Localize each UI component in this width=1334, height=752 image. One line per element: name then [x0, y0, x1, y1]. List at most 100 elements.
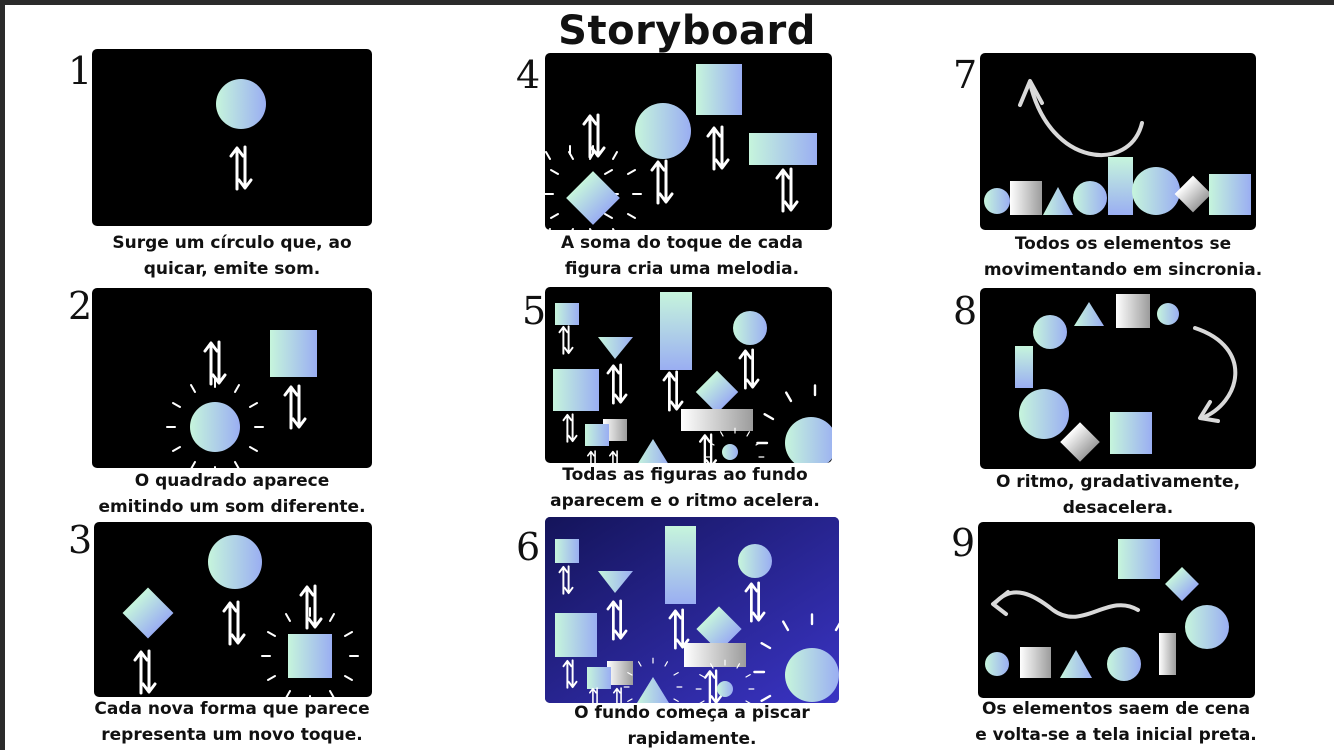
circle-shape: [208, 535, 262, 589]
square-shape: [270, 330, 317, 377]
bounce-arrows-icon: [775, 167, 799, 213]
diamond-shape: [122, 587, 174, 639]
grey-diamond-shape: [1174, 175, 1212, 213]
caption-line: desacelera.: [1062, 498, 1174, 518]
circle-shape: [984, 188, 1010, 214]
bounce-arrows-icon: [299, 584, 323, 630]
caption-line: e volta-se a tela inicial preta.: [975, 725, 1257, 745]
square-shape: [555, 613, 597, 657]
curved-arrow-icon: [1028, 81, 1144, 157]
tall-rectangle-shape: [1015, 346, 1033, 388]
curved-arrow-head: [1018, 79, 1044, 107]
frame-caption: O fundo começa a piscar rapidamente.: [542, 700, 842, 752]
circle-shape: [1019, 389, 1069, 439]
bounce-arrows-icon: [229, 145, 253, 191]
circle-shape: [1073, 181, 1107, 215]
frame-panel: [545, 53, 832, 230]
caption-line: Todos os elementos se: [1014, 234, 1232, 254]
triangle-shape: [1074, 302, 1104, 326]
grey-tall-rectangle-shape: [1159, 633, 1176, 675]
curved-arrow-icon: [994, 590, 1140, 619]
bounce-arrows-icon: [698, 433, 718, 463]
circle-shape: [1033, 315, 1067, 349]
caption-line: O ritmo, gradativamente,: [995, 472, 1241, 492]
caption-line: O quadrado aparece: [134, 471, 330, 491]
square-shape: [1118, 539, 1160, 579]
frame-number: 8: [953, 289, 978, 333]
caption-line: emitindo um som diferente.: [98, 497, 366, 517]
square-shape: [1110, 412, 1152, 454]
caption-line: Cada nova forma que parece: [94, 699, 370, 719]
frame-caption: Todas as figuras ao fundo aparecem e o r…: [535, 462, 835, 514]
square-shape: [1209, 174, 1251, 215]
frame-number: 2: [68, 284, 93, 328]
bounce-arrows-icon: [662, 370, 684, 412]
caption-line: representa um novo toque.: [101, 725, 363, 745]
square-shape: [553, 369, 599, 411]
frame-caption: O ritmo, gradativamente, desacelera.: [963, 469, 1273, 521]
frame-number: 6: [516, 525, 541, 569]
bounce-arrows-icon: [283, 384, 307, 430]
bounce-arrows-icon: [562, 413, 578, 443]
frame-panel: [978, 522, 1255, 698]
left-border: [0, 0, 5, 750]
circle-shape: [1107, 647, 1141, 681]
circle-shape: [738, 544, 772, 578]
frame-caption: A soma do toque de cada figura cria uma …: [532, 230, 832, 282]
triangle-shape: [598, 337, 633, 359]
circle-shape: [190, 402, 240, 452]
grey-rectangle-shape: [681, 409, 753, 431]
circle-shape: [733, 311, 767, 345]
curved-arrow-icon: [1193, 326, 1238, 420]
caption-line: A soma do toque de cada: [560, 233, 804, 253]
frame-panel: [94, 522, 372, 697]
tall-rectangle-shape: [660, 292, 692, 370]
bounce-arrows-icon: [606, 363, 628, 405]
circle-shape: [985, 652, 1009, 676]
frame-panel: [545, 287, 832, 463]
square-shape: [555, 539, 579, 563]
frame-caption: Os elementos saem de cena e volta-se a t…: [961, 696, 1271, 748]
square-shape: [288, 634, 332, 678]
bounce-arrows-icon: [203, 340, 227, 386]
bounce-arrows-icon: [222, 600, 246, 646]
frame-caption: Cada nova forma que parece representa um…: [82, 696, 382, 748]
tall-rectangle-shape: [1108, 157, 1133, 215]
bounce-arrows-icon: [650, 159, 674, 205]
circle-shape: [785, 417, 832, 463]
frame-panel-flashing: [545, 517, 839, 703]
caption-line: movimentando em sincronia.: [983, 260, 1263, 280]
square-shape: [585, 424, 609, 446]
frame-panel: [92, 288, 372, 468]
frame-panel: [92, 49, 372, 226]
circle-shape: [216, 79, 266, 129]
frame-caption: Surge um círculo que, ao quicar, emite s…: [92, 230, 372, 282]
frame-number: 3: [68, 518, 93, 562]
circle-shape: [1132, 167, 1180, 215]
triangle-shape: [598, 571, 633, 593]
square-shape: [555, 303, 579, 325]
caption-line: quicar, emite som.: [143, 259, 321, 279]
bounce-arrows-icon: [558, 325, 574, 355]
caption-line: Todas as figuras ao fundo: [562, 465, 808, 485]
grey-square-shape: [1116, 294, 1150, 328]
diamond-shape: [1165, 567, 1199, 601]
tall-rectangle-shape: [665, 526, 696, 604]
diamond-shape: [695, 370, 739, 414]
circle-shape: [1185, 605, 1229, 649]
circle-shape: [717, 681, 733, 697]
frame-number: 1: [68, 49, 93, 93]
grey-square-shape: [1010, 181, 1042, 215]
grey-square-shape: [1020, 647, 1051, 678]
triangle-shape: [638, 439, 668, 463]
circle-shape: [1157, 303, 1179, 325]
grey-diamond-shape: [1060, 422, 1100, 462]
circle-shape: [785, 648, 839, 702]
bounce-arrows-icon: [738, 348, 760, 390]
curved-arrow-head: [1198, 400, 1220, 423]
triangle-shape: [1043, 187, 1073, 215]
page-title: Storyboard: [558, 8, 816, 54]
circle-shape: [722, 444, 738, 460]
frame-panel: [980, 53, 1256, 230]
frame-number: 5: [522, 289, 547, 333]
